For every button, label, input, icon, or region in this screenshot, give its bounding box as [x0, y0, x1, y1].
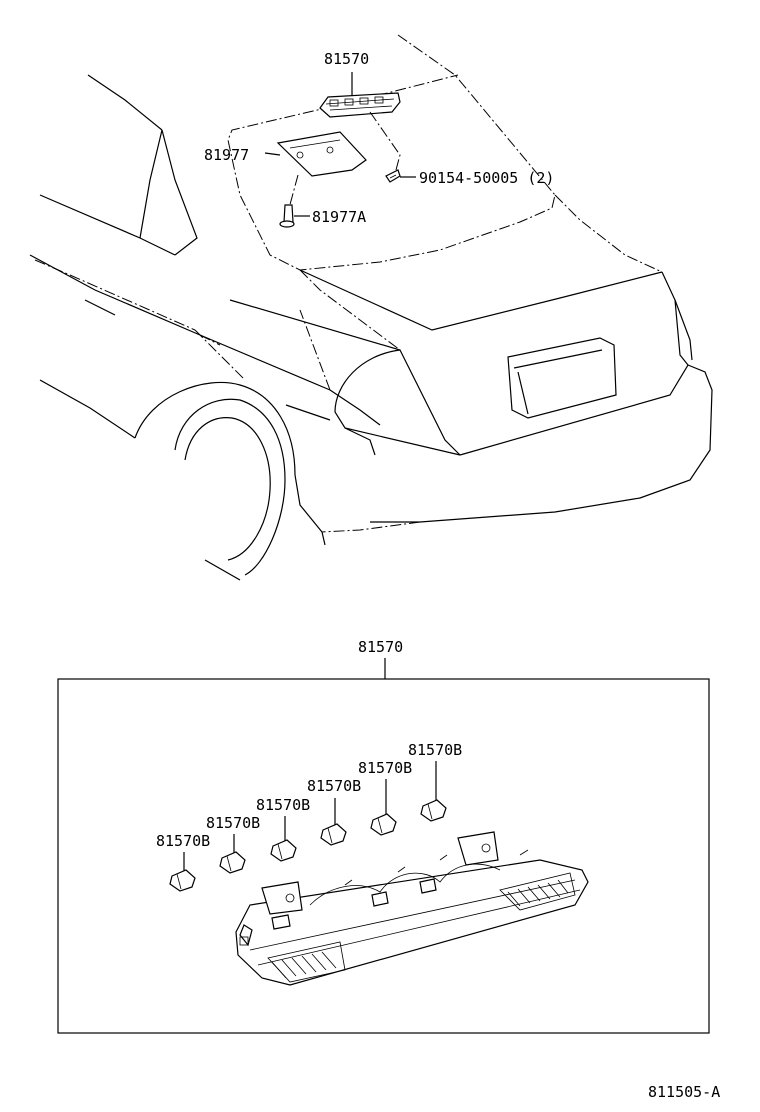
label-screw: 90154-50005 (2)	[419, 169, 554, 187]
label-assembly: 81570	[358, 638, 403, 656]
label-bulb-1: 81570B	[156, 832, 210, 850]
leader-screw-dashed	[369, 111, 401, 171]
label-bulb-3: 81570B	[256, 796, 310, 814]
screw-icon	[385, 169, 401, 183]
bulb-icon	[320, 823, 347, 846]
car-body-outline	[29, 74, 713, 581]
leader-81977	[264, 152, 281, 156]
label-cover: 81977	[204, 146, 249, 164]
glass-and-panel-outlines	[34, 34, 663, 533]
leader-clip-dashed	[287, 174, 299, 213]
label-bulb-4: 81570B	[307, 777, 361, 795]
bulb-leaders	[183, 761, 437, 872]
figure-id: 811505-A	[648, 1083, 720, 1101]
bulb-icon	[370, 813, 397, 836]
bulb-icon	[420, 799, 447, 822]
label-bulb-5: 81570B	[358, 759, 412, 777]
label-stop-lamp: 81570	[324, 50, 369, 68]
detail-frame	[57, 678, 710, 1034]
stop-lamp-housing-icon	[235, 831, 589, 986]
label-clip: 81977A	[312, 208, 366, 226]
bulb-icon	[169, 869, 196, 892]
clip-icon	[279, 204, 295, 228]
lamp-cover-icon	[276, 131, 367, 177]
high-mount-stop-lamp-icon	[319, 92, 401, 118]
label-bulb-2: 81570B	[206, 814, 260, 832]
label-bulb-6: 81570B	[408, 741, 462, 759]
bulb-icon	[219, 851, 246, 874]
bulb-icon	[270, 839, 297, 862]
